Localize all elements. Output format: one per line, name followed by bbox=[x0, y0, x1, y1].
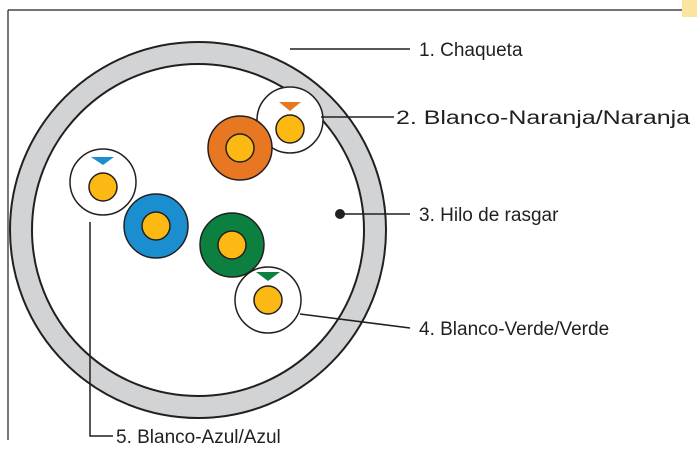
leader-line-green bbox=[299, 313, 411, 329]
label-ripcord: 3. Hilo de rasgar bbox=[419, 205, 559, 226]
conductor-white-orange bbox=[256, 86, 324, 154]
conductor-orange bbox=[207, 115, 273, 181]
conductor-green bbox=[199, 212, 265, 278]
label-white-orange: 2. Blanco-Naranja/Naranja bbox=[396, 108, 691, 129]
corner-accent bbox=[682, 0, 697, 17]
label-white-green: 4. Blanco-Verde/Verde bbox=[419, 319, 609, 340]
conductor-white-blue bbox=[69, 148, 137, 216]
label-jacket: 1. Chaqueta bbox=[419, 40, 523, 61]
leader-line-blue bbox=[89, 222, 113, 437]
conductor-white-green bbox=[234, 266, 302, 334]
label-white-blue: 5. Blanco-Azul/Azul bbox=[116, 427, 281, 448]
conductor-blue bbox=[123, 193, 189, 259]
